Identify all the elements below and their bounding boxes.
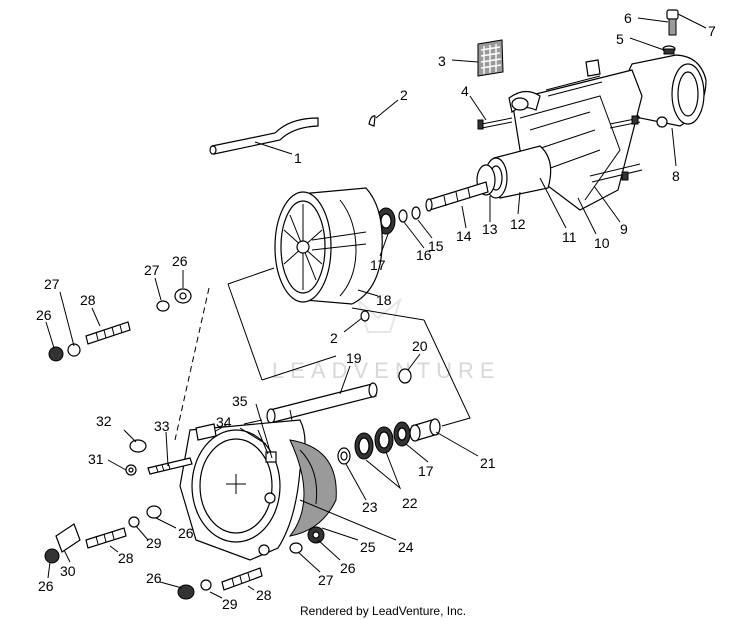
callout-8: 8 [672,168,680,184]
callout-35: 35 [232,393,248,409]
callout-27-mid: 27 [318,572,334,588]
callout-16: 16 [416,247,432,263]
callout-30: 30 [60,563,76,579]
callout-28-bottom: 28 [256,587,272,603]
callout-1: 1 [294,150,302,166]
leader-lines [45,13,707,599]
callout-17-top: 17 [370,257,386,273]
callout-7: 7 [708,23,716,39]
part-22-seal-b [354,432,374,460]
part-28-stud-upper [85,321,131,345]
callout-13: 13 [482,221,498,237]
callout-23: 23 [362,499,378,515]
callout-15: 15 [428,238,444,254]
part-3-screen [477,39,504,77]
callout-27-top: 27 [144,262,160,278]
part-8-nozzle [617,54,707,128]
part-29-washer-middle [128,516,140,528]
part-27-washer-top [156,300,170,312]
callout-2-middle: 2 [330,330,338,346]
part-17-bearing-bottom [393,421,411,447]
watermark-logo [355,296,402,333]
callout-19: 19 [346,350,362,366]
part-2-pin-top [368,115,376,127]
callout-26-upper-left: 26 [36,307,52,323]
part-2-pin-middle [360,310,370,322]
callout-29-bottom: 29 [222,596,238,612]
callout-26-lower-left: 26 [38,578,54,594]
callout-27-upper-left: 27 [44,276,60,292]
part-16-oring [398,209,408,223]
part-19-drive-shaft [266,382,378,424]
callout-31: 31 [88,451,104,467]
part-26-nut-lower [44,548,60,564]
callout-10: 10 [594,235,610,251]
part-30-tag [55,523,81,553]
credit-text: Rendered by LeadVenture, Inc. [300,604,466,618]
part-27-washer-mid [289,542,303,554]
callout-26-middle: 26 [178,525,194,541]
part-26-nut-upper [48,346,64,362]
part-14-shaft [425,181,489,212]
callout-6: 6 [624,10,632,26]
part-21-sleeve [409,418,441,442]
callout-5: 5 [616,31,624,47]
part-26-nut-middle [146,505,162,519]
callout-22: 22 [402,495,418,511]
callout-18: 18 [376,292,392,308]
callout-28-upper: 28 [80,292,96,308]
part-5-washer [662,45,676,55]
callout-24: 24 [398,539,414,555]
part-26-nut-bottom [177,584,195,600]
part-20-snap-ring [398,368,412,384]
callout-32: 32 [96,413,112,429]
callout-17-bottom: 17 [418,463,434,479]
part-23-spacer [337,447,351,465]
part-29-washer-lower [200,579,212,591]
callout-26-bottom: 26 [146,570,162,586]
callout-33: 33 [154,418,170,434]
part-27-washer-upper [67,343,81,357]
part-31-washer [125,464,137,476]
part-28-stud-lower [221,567,263,591]
callout-14: 14 [456,228,472,244]
part-33-stud [147,457,193,475]
callout-9: 9 [620,221,628,237]
callout-29-middle: 29 [146,535,162,551]
part-15-washer [411,206,421,220]
callout-11: 11 [562,229,577,245]
part-6-bolt [666,9,679,36]
callout-21: 21 [480,455,496,471]
part-18-stator-housing [274,187,383,305]
callout-26-mid-right: 26 [340,560,356,576]
part-32-oring [129,439,147,453]
callout-2-top: 2 [400,87,408,103]
callout-34: 34 [216,414,232,430]
part-4-stud [477,117,513,130]
part-25-nut [307,526,325,544]
part-1-hose [209,117,319,155]
callout-4: 4 [461,83,469,99]
callout-12: 12 [510,216,526,232]
callouts: 1 2 3 4 5 6 7 8 9 10 11 12 13 14 15 16 1… [36,10,716,612]
watermark-text: LEADVENTURE [272,358,501,383]
part-12-impeller-cone [484,145,552,199]
callout-26-top: 26 [172,253,188,269]
part-28-stud-middle [85,527,127,549]
assembly-outline [174,267,471,441]
part-26-nut-top [174,288,192,304]
callout-3: 3 [438,53,446,69]
part-35-nut [265,451,277,463]
callout-25: 25 [360,539,376,555]
callout-28-middle: 28 [118,550,134,566]
part-22-seal-a [374,426,394,454]
callout-20: 20 [412,338,428,354]
